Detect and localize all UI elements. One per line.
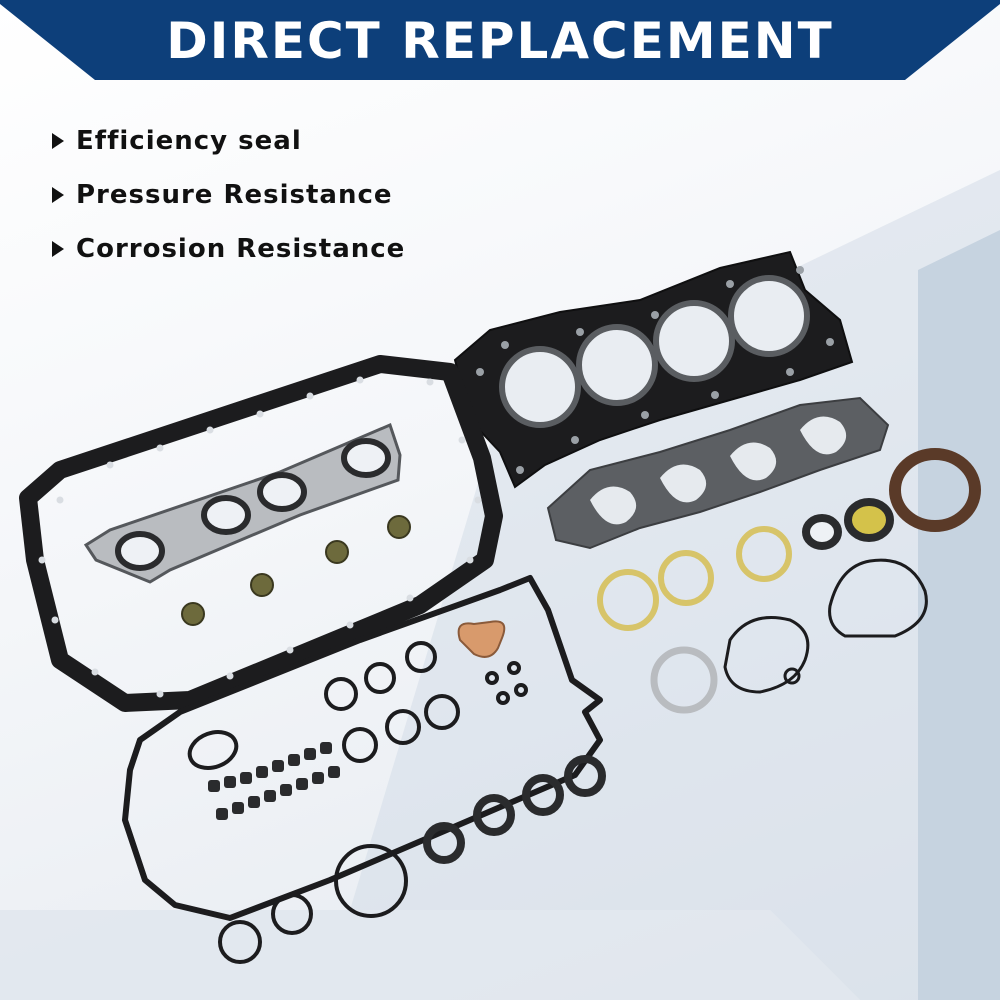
- feature-list: Efficiency seal Pressure Resistance Corr…: [52, 114, 405, 276]
- feature-label: Efficiency seal: [76, 126, 302, 156]
- feature-item: Efficiency seal: [52, 114, 405, 168]
- crankshaft-seal: [889, 448, 981, 532]
- exhaust-manifold-gasket: [83, 422, 402, 584]
- feature-item: Corrosion Resistance: [52, 222, 405, 276]
- feature-item: Pressure Resistance: [52, 168, 405, 222]
- triangle-bullet-icon: [52, 133, 64, 149]
- o-rings: [187, 641, 528, 964]
- banner-title: DIRECT REPLACEMENT: [166, 12, 834, 70]
- valve-cover-washers: [181, 515, 411, 626]
- cylinder-head-gasket: [453, 250, 854, 489]
- triangle-bullet-icon: [52, 241, 64, 257]
- intake-manifold-gasket: [546, 396, 890, 550]
- silver-ring: [650, 646, 718, 714]
- feature-label: Corrosion Resistance: [76, 234, 406, 264]
- camshaft-seals: [802, 498, 894, 550]
- feature-label: Pressure Resistance: [76, 180, 393, 210]
- brass-washers: [457, 526, 792, 658]
- spark-plug-tube-seals: [423, 755, 606, 864]
- valve-stem-seals: [208, 742, 340, 820]
- triangle-bullet-icon: [52, 187, 64, 203]
- water-pump-gaskets: [723, 558, 928, 694]
- banner-shape: [0, 0, 1000, 80]
- oil-pan-gasket: [19, 355, 503, 712]
- valve-cover-gasket: [122, 575, 603, 921]
